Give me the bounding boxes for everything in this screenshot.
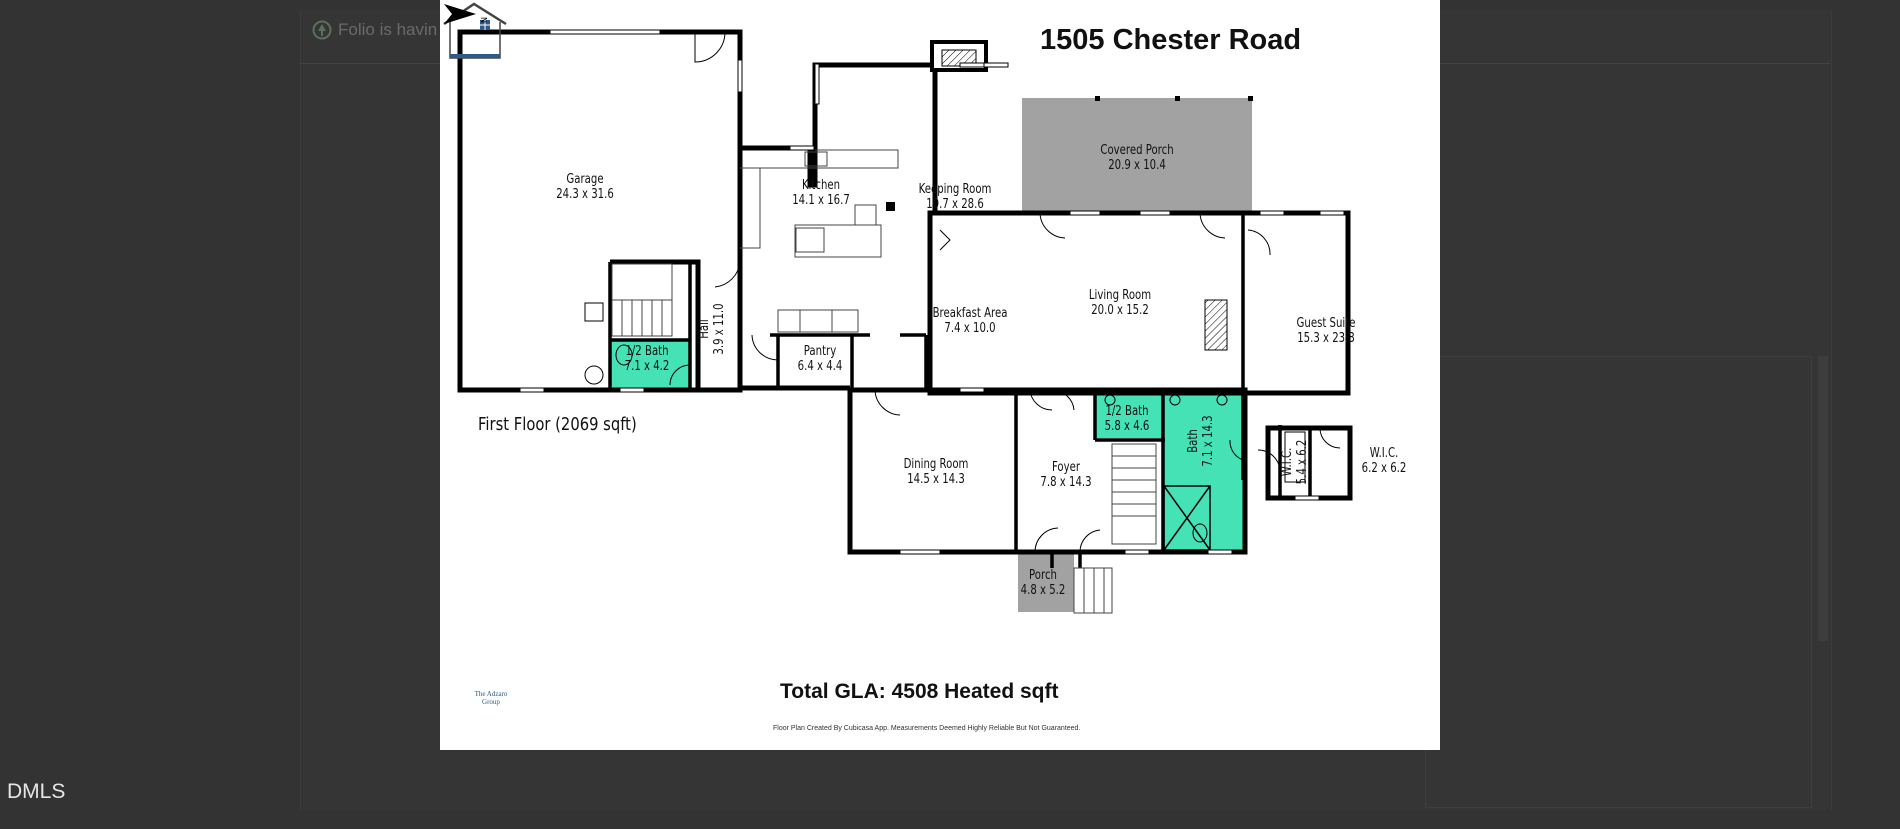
- room-name: Breakfast Area: [932, 306, 1008, 321]
- room-label-covered-porch: Covered Porch 20.9 x 10.4: [1100, 143, 1173, 173]
- kitchen-column: [886, 202, 895, 211]
- room-label-wic-2: W.I.C. 6.2 x 6.2: [1362, 446, 1407, 476]
- room-name: Bath: [1186, 429, 1201, 453]
- kitchen-counters: [740, 149, 899, 333]
- interior-walls: [608, 148, 1348, 568]
- room-dims: 5.8 x 4.6: [1104, 419, 1150, 434]
- room-dims: 3.9 x 11.0: [712, 303, 727, 355]
- room-name: Living Room: [1088, 288, 1152, 303]
- room-label-bath: Bath 7.1 x 14.3: [1186, 415, 1216, 466]
- room-label-porch: Porch 4.8 x 5.2: [1021, 568, 1066, 598]
- room-dims: 14.5 x 14.3: [907, 472, 965, 487]
- room-dims: 7.1 x 4.2: [624, 359, 670, 374]
- room-label-dining-room: Dining Room 14.5 x 14.3: [904, 457, 969, 487]
- room-dims: 7.4 x 10.0: [944, 321, 996, 336]
- floorplan-title: 1505 Chester Road: [1040, 24, 1302, 56]
- room-dims: 6.2 x 6.2: [1361, 461, 1407, 476]
- room-dims: 4.8 x 5.2: [1020, 583, 1066, 598]
- room-label-half-bath-2: 1/2 Bath 5.8 x 4.6: [1105, 404, 1150, 434]
- room-name: Pantry: [803, 344, 837, 359]
- fixtures: [584, 302, 1306, 543]
- floorplan-image-viewer[interactable]: 1505 Chester Road First Floor (2069 sqft…: [440, 0, 1440, 750]
- room-dims: 7.1 x 14.3: [1201, 415, 1216, 467]
- logo-text: The Adzaro Group: [474, 690, 508, 706]
- shower: [1163, 485, 1211, 551]
- room-label-pantry: Pantry 6.4 x 4.4: [798, 344, 843, 374]
- room-dims: 15.3 x 23.3: [1297, 331, 1355, 346]
- floor-caption: First Floor (2069 sqft): [478, 414, 637, 435]
- total-gla-label: Total GLA: 4508 Heated sqft: [780, 680, 1059, 703]
- room-label-hall: Hall 3.9 x 11.0: [697, 303, 727, 354]
- room-dims: 14.1 x 16.7: [792, 193, 850, 208]
- room-label-guest-suite: Guest Suite 15.3 x 23.3: [1297, 316, 1356, 346]
- room-name: Covered Porch: [1100, 143, 1174, 158]
- room-dims: 20.9 x 10.4: [1108, 158, 1166, 173]
- room-dims: 5.4 x 6.2: [1295, 439, 1310, 485]
- door-swings: [669, 31, 1341, 553]
- room-name: Foyer: [1051, 460, 1081, 475]
- room-name: Garage: [566, 172, 604, 187]
- background-scrollbar[interactable]: [1818, 356, 1828, 641]
- room-dims: 20.0 x 15.2: [1091, 303, 1149, 318]
- bath-fills: [610, 340, 1243, 552]
- notice-banner: Folio is havin: [312, 20, 437, 40]
- room-label-foyer: Foyer 7.8 x 14.3: [1040, 460, 1091, 490]
- porch-posts: [1095, 96, 1253, 101]
- room-name: W.I.C.: [1369, 446, 1399, 461]
- room-name: Dining Room: [903, 457, 969, 472]
- room-label-keeping-room: Keeping Room 10.7 x 28.6: [919, 182, 992, 212]
- room-name: 1/2 Bath: [1105, 404, 1149, 419]
- room-name: Kitchen: [801, 178, 841, 193]
- room-name: Porch: [1029, 568, 1057, 583]
- tree-icon: [312, 20, 332, 40]
- north-label: N: [479, 17, 488, 23]
- porch-fills: [1018, 98, 1252, 612]
- room-dims: 6.4 x 4.4: [797, 359, 843, 374]
- room-label-garage: Garage 24.3 x 31.6: [556, 172, 614, 202]
- room-name: Hall: [697, 319, 712, 339]
- room-name: Guest Suite: [1296, 316, 1356, 331]
- north-arrow-icon: N: [444, 4, 488, 24]
- room-name: 1/2 Bath: [625, 344, 669, 359]
- background-content-box: [1425, 356, 1812, 808]
- room-label-breakfast-area: Breakfast Area 7.4 x 10.0: [933, 306, 1008, 336]
- windows: [519, 29, 1345, 555]
- room-label-living-room: Living Room 20.0 x 15.2: [1089, 288, 1151, 318]
- room-label-wic-1: W.I.C. 5.4 x 6.2: [1280, 440, 1310, 485]
- footer-label: DMLS: [7, 780, 66, 803]
- room-label-half-bath-1: 1/2 Bath 7.1 x 4.2: [625, 344, 670, 374]
- room-dims: 7.8 x 14.3: [1040, 475, 1092, 490]
- stairs: [611, 263, 1157, 614]
- disclaimer-text: Floor Plan Created By Cubicasa App. Meas…: [773, 725, 1081, 732]
- notice-text: Folio is havin: [338, 20, 438, 39]
- room-dims: 24.3 x 31.6: [556, 187, 614, 202]
- room-name: Keeping Room: [918, 182, 992, 197]
- room-label-kitchen: Kitchen 14.1 x 16.7: [792, 178, 850, 208]
- room-dims: 10.7 x 28.6: [926, 197, 984, 212]
- floorplan-drawing: [457, 29, 1353, 614]
- room-name: W.I.C.: [1280, 447, 1295, 477]
